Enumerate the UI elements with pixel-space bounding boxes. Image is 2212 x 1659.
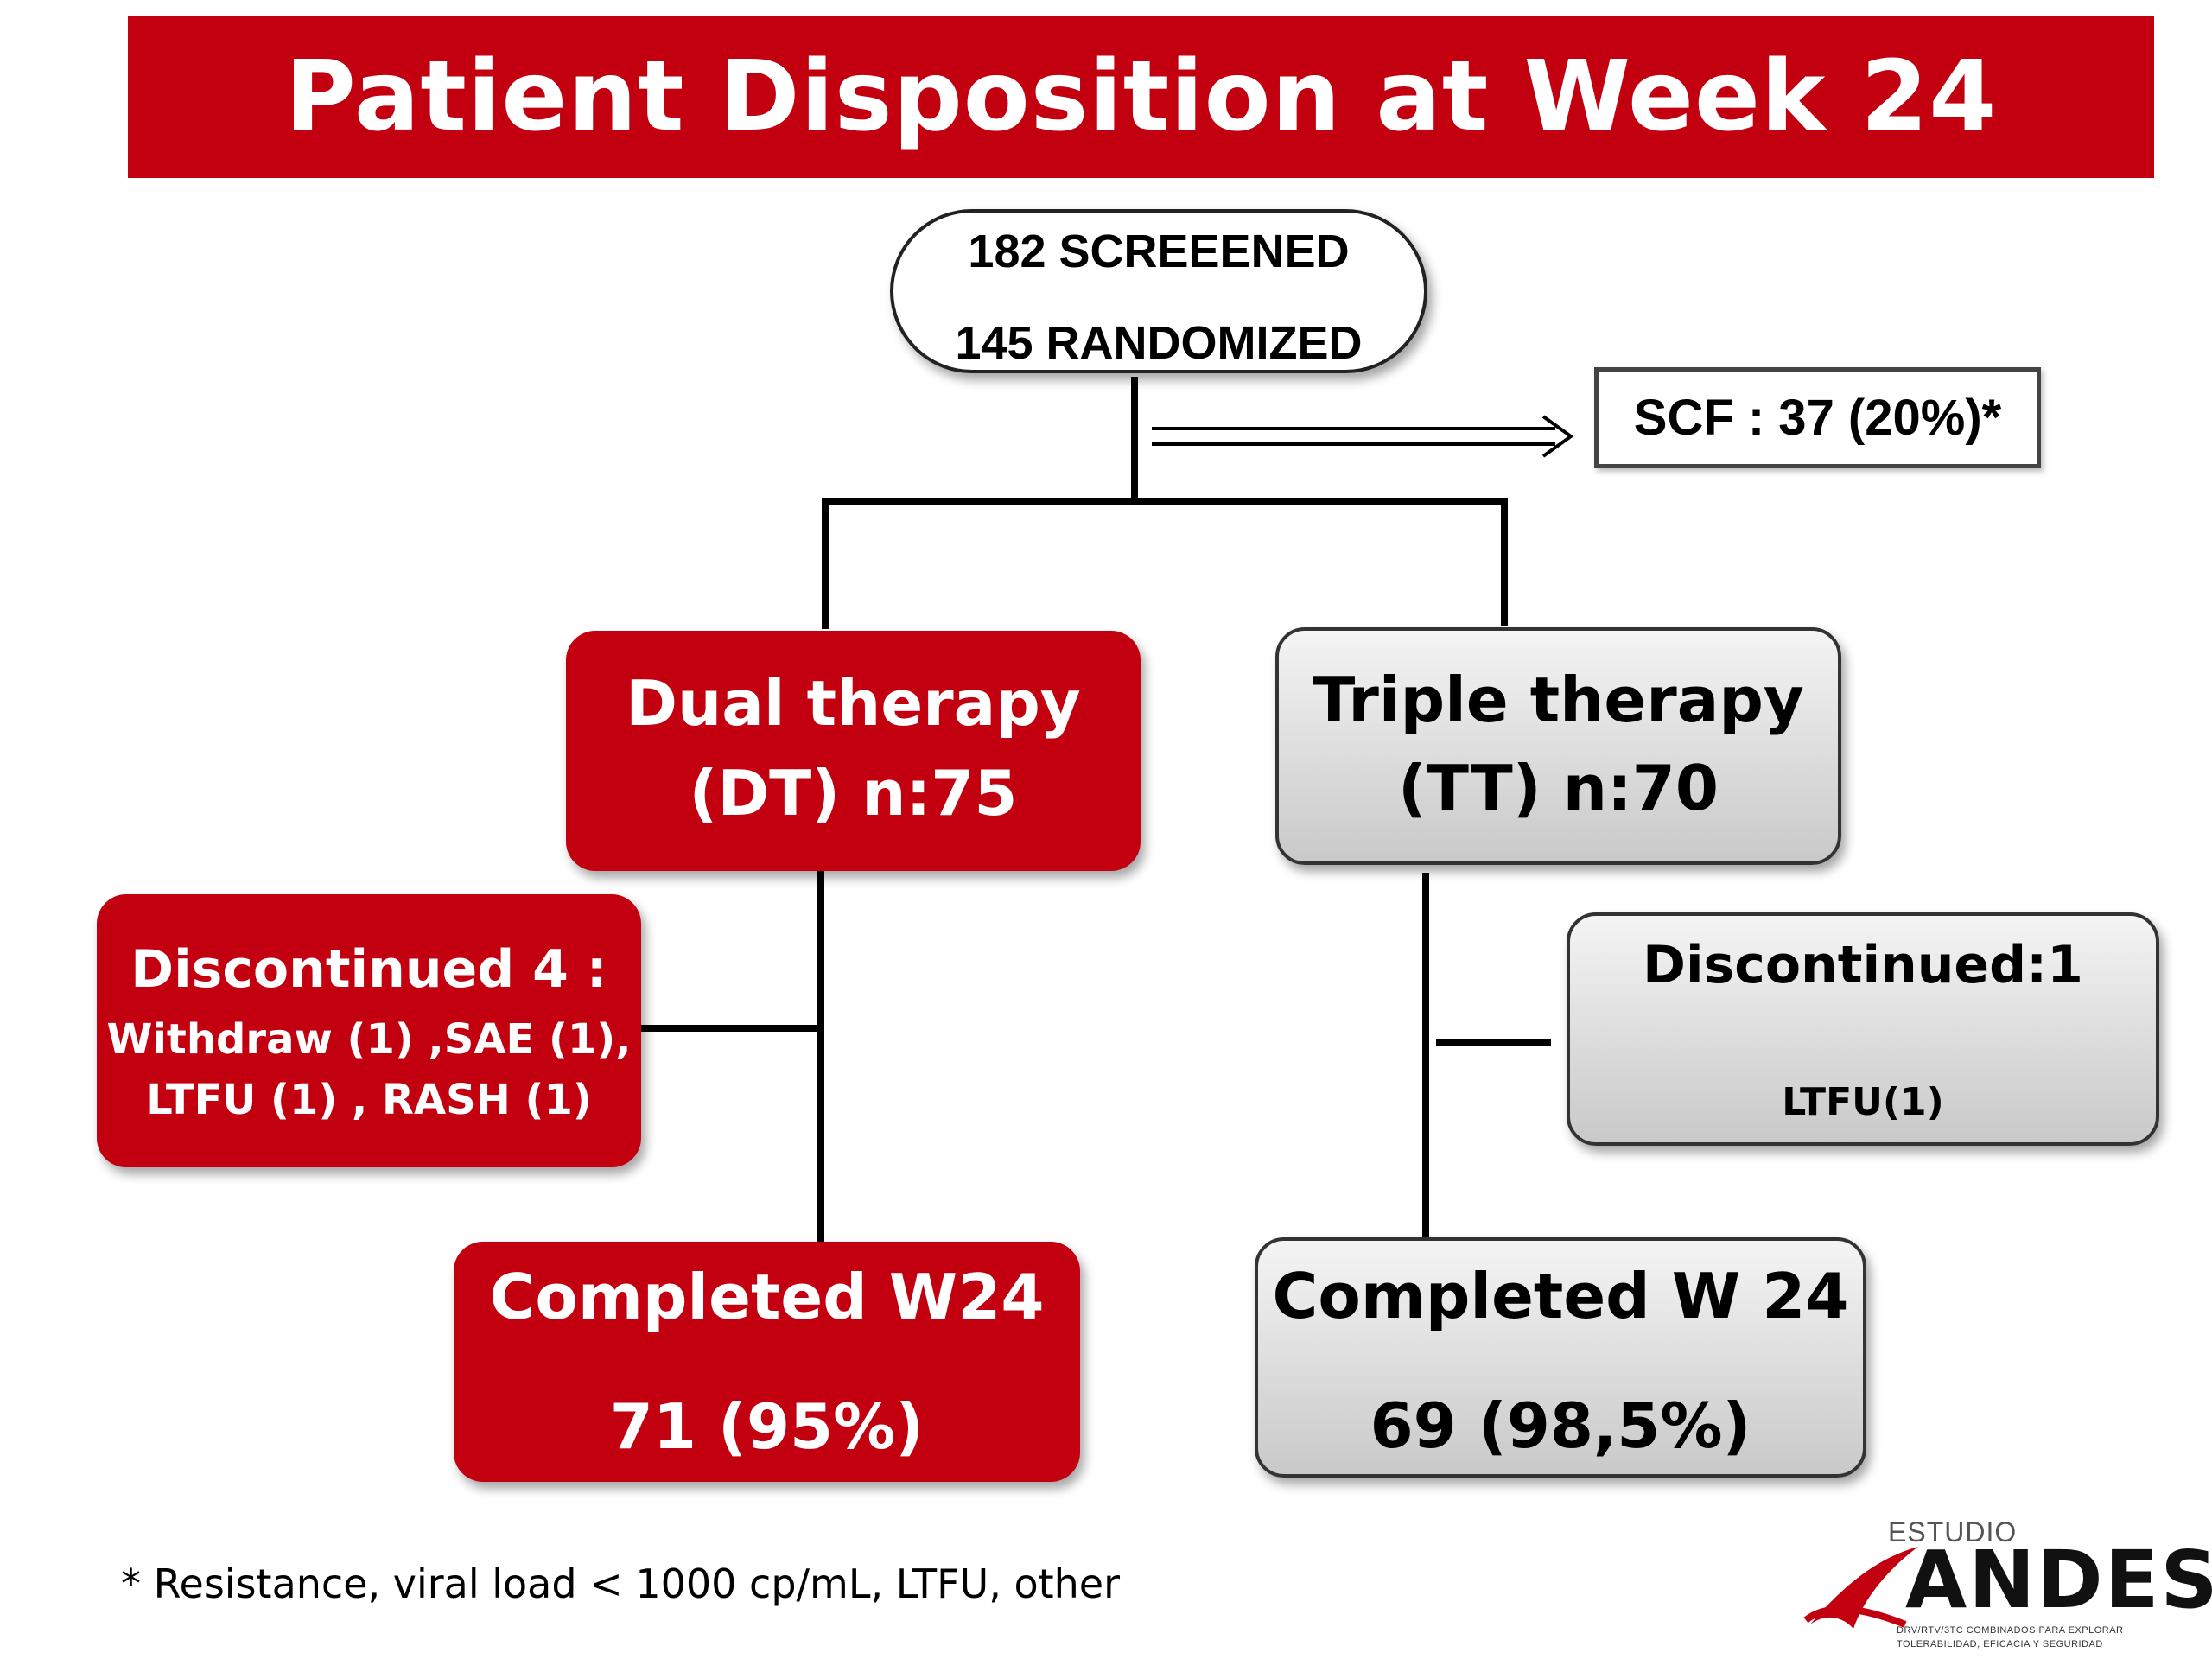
logo-swoosh-icon — [1803, 1547, 1918, 1629]
screening-box: 182 SCREEENED 145 RANDOMIZED — [890, 209, 1427, 373]
randomized-count: 145 RANDOMIZED — [955, 317, 1363, 369]
triple-completed-title: Completed W 24 — [1272, 1260, 1849, 1332]
title-banner: Patient Disposition at Week 24 — [128, 16, 2154, 178]
dual-discontinued-box: Discontinued 4 : Withdraw (1) ,SAE (1), … — [97, 894, 641, 1167]
triple-therapy-box: Triple therapy (TT) n:70 — [1275, 627, 1841, 865]
dual-therapy-n: (DT) n:75 — [689, 757, 1018, 830]
scf-label: SCF : 37 (20%)* — [1633, 390, 2002, 446]
logo-subtitle-1: DRV/RTV/3TC COMBINADOS PARA EXPLORAR — [1897, 1625, 2124, 1636]
dual-completed-title: Completed W24 — [489, 1261, 1045, 1333]
triple-completed-box: Completed W 24 69 (98,5%) — [1255, 1237, 1866, 1478]
triple-completed-value: 69 (98,5%) — [1370, 1389, 1751, 1462]
page-title: Patient Disposition at Week 24 — [284, 41, 1998, 153]
dual-completed-value: 71 (95%) — [609, 1390, 925, 1463]
footnote: * Resistance, viral load < 1000 cp/mL, L… — [121, 1560, 1121, 1607]
logo-main-text: ANDES — [1905, 1534, 2212, 1626]
triple-discontinued-box: Discontinued:1 LTFU(1) — [1567, 912, 2159, 1146]
andes-logo: ESTUDIO ANDES DRV/RTV/3TC COMBINADOS PAR… — [1802, 1516, 2212, 1655]
triple-therapy-n: (TT) n:70 — [1397, 752, 1719, 824]
dual-therapy-box: Dual therapy (DT) n:75 — [566, 631, 1141, 871]
dual-completed-box: Completed W24 71 (95%) — [454, 1242, 1080, 1482]
screened-count: 182 SCREEENED — [968, 226, 1350, 277]
scf-arrow — [1152, 415, 1574, 458]
logo-top-text: ESTUDIO — [1888, 1516, 2018, 1548]
dual-discontinued-reasons-2: LTFU (1) , RASH (1) — [146, 1076, 592, 1124]
scf-box: SCF : 37 (20%)* — [1594, 367, 2041, 468]
dual-discontinued-reasons-1: Withdraw (1) ,SAE (1), — [106, 1015, 632, 1064]
logo-subtitle-2: TOLERABILIDAD, EFICACIA Y SEGURIDAD — [1897, 1639, 2103, 1649]
triple-discontinued-title: Discontinued:1 — [1643, 935, 2083, 995]
dual-therapy-label: Dual therapy — [626, 667, 1081, 740]
triple-discontinued-reasons: LTFU(1) — [1782, 1080, 1944, 1124]
dual-discontinued-title: Discontinued 4 : — [130, 939, 607, 1000]
triple-therapy-label: Triple therapy — [1313, 664, 1804, 736]
